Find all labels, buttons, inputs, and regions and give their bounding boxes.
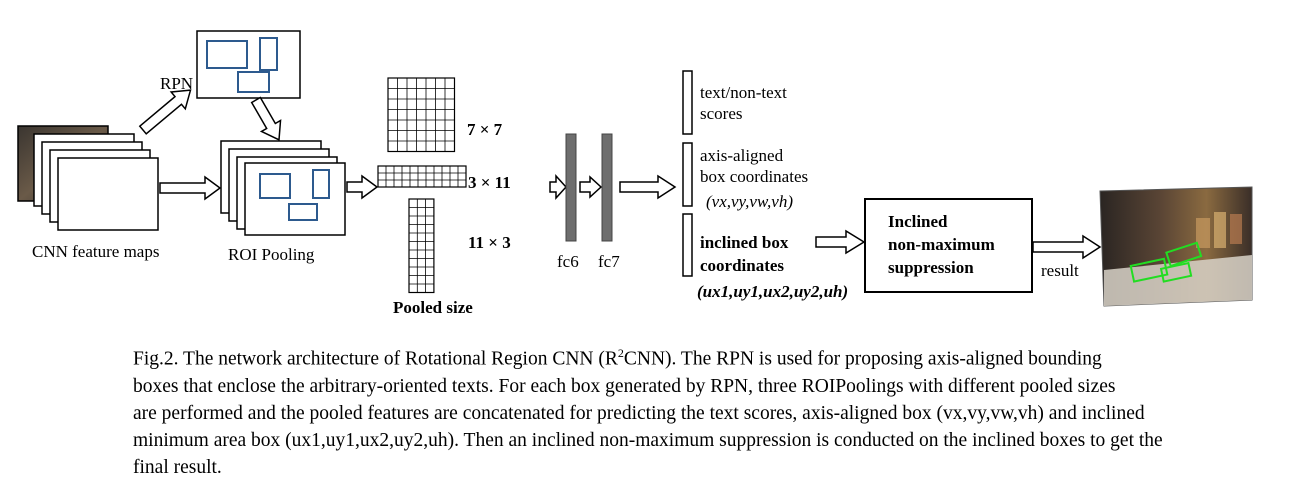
caption-line-1-part-a: Fig.2. The network architecture of Rotat… xyxy=(133,348,618,370)
arrow-cnn-to-roi xyxy=(159,175,222,201)
pool-11x3-label: 11 × 3 xyxy=(468,233,511,252)
nms-label-line1: Inclined xyxy=(888,212,948,231)
roi-pooling-stack xyxy=(220,140,346,236)
caption-superscript: 2 xyxy=(617,346,624,360)
pooled-grid-7x7 xyxy=(387,77,456,153)
result-image xyxy=(1099,186,1253,307)
text-scores-label-line1: text/non-text xyxy=(700,83,787,102)
roi-pooling-label: ROI Pooling xyxy=(228,245,315,264)
fc7-label: fc7 xyxy=(598,252,620,271)
detection-box-1 xyxy=(1129,257,1169,283)
arrow-nms-to-result xyxy=(1032,234,1102,260)
figure-caption: Fig.2. The network architecture of Rotat… xyxy=(133,340,1253,481)
axis-aligned-label-line1: axis-aligned xyxy=(700,146,784,165)
arrow-roi-to-pooled xyxy=(346,174,379,200)
inclined-label-line3: (ux1,uy1,ux2,uy2,uh) xyxy=(697,282,849,301)
result-label: result xyxy=(1041,261,1079,280)
axis-aligned-label-line2: box coordinates xyxy=(700,167,809,186)
caption-line-4: minimum area box (ux1,uy1,ux2,uy2,uh). T… xyxy=(133,429,1163,451)
pool-3x11-label: 3 × 11 xyxy=(468,173,511,192)
grid-border xyxy=(377,165,467,188)
nms-label-line3: suppression xyxy=(888,258,974,277)
fc7-layer xyxy=(601,133,613,242)
output-inclined-bar xyxy=(682,213,693,277)
output-text-scores-bar xyxy=(682,70,693,135)
arrow-cnn-to-rpn xyxy=(138,89,192,135)
arrow-inclined-to-nms xyxy=(815,229,866,255)
caption-line-2: boxes that enclose the arbitrary-oriente… xyxy=(133,375,1116,397)
arrow-fc7-to-outputs xyxy=(619,174,677,200)
arrow-rpn-to-roi xyxy=(250,96,282,141)
cnn-feature-maps-label: CNN feature maps xyxy=(32,242,160,261)
diagram-canvas xyxy=(17,30,1253,307)
rpn-label: RPN xyxy=(160,74,194,93)
inclined-label-line2: coordinates xyxy=(700,256,785,275)
architecture-diagram: RPN CNN feature maps ROI Pooling 7 × 7 3… xyxy=(17,30,1253,317)
rpn-box xyxy=(196,30,301,99)
feature-map-4 xyxy=(57,157,159,231)
text-scores-label-line2: scores xyxy=(700,104,743,123)
fc6-layer xyxy=(565,133,577,242)
caption-line-5: final result. xyxy=(133,456,222,478)
grid-border xyxy=(408,198,435,294)
caption-line-1-part-b: CNN). The RPN is used for proposing axis… xyxy=(623,348,1102,370)
nms-box xyxy=(864,198,1033,293)
grid-border xyxy=(387,77,456,153)
caption-line-3: are performed and the pooled features ar… xyxy=(133,402,1145,424)
inclined-label-line1: inclined box xyxy=(700,233,789,252)
nms-label-line2: non-maximum xyxy=(888,235,995,254)
pooled-grid-3x11 xyxy=(377,165,467,188)
pool-7x7-label: 7 × 7 xyxy=(467,120,503,139)
arrow-pooled-to-fc6 xyxy=(549,174,568,200)
cnn-feature-maps-stack xyxy=(17,125,159,231)
axis-aligned-label-line3: (vx,vy,vw,vh) xyxy=(706,192,793,211)
detection-box-2 xyxy=(1165,241,1203,268)
pooled-size-label: Pooled size xyxy=(393,298,473,317)
fc6-label: fc6 xyxy=(557,252,579,271)
pooled-grid-11x3 xyxy=(408,198,435,294)
arrow-fc6-to-fc7 xyxy=(579,175,603,199)
output-axis-aligned-bar xyxy=(682,142,693,207)
caption-line-1: Fig.2. The network architecture of Rotat… xyxy=(133,340,1253,373)
detection-box-3 xyxy=(1159,261,1193,283)
